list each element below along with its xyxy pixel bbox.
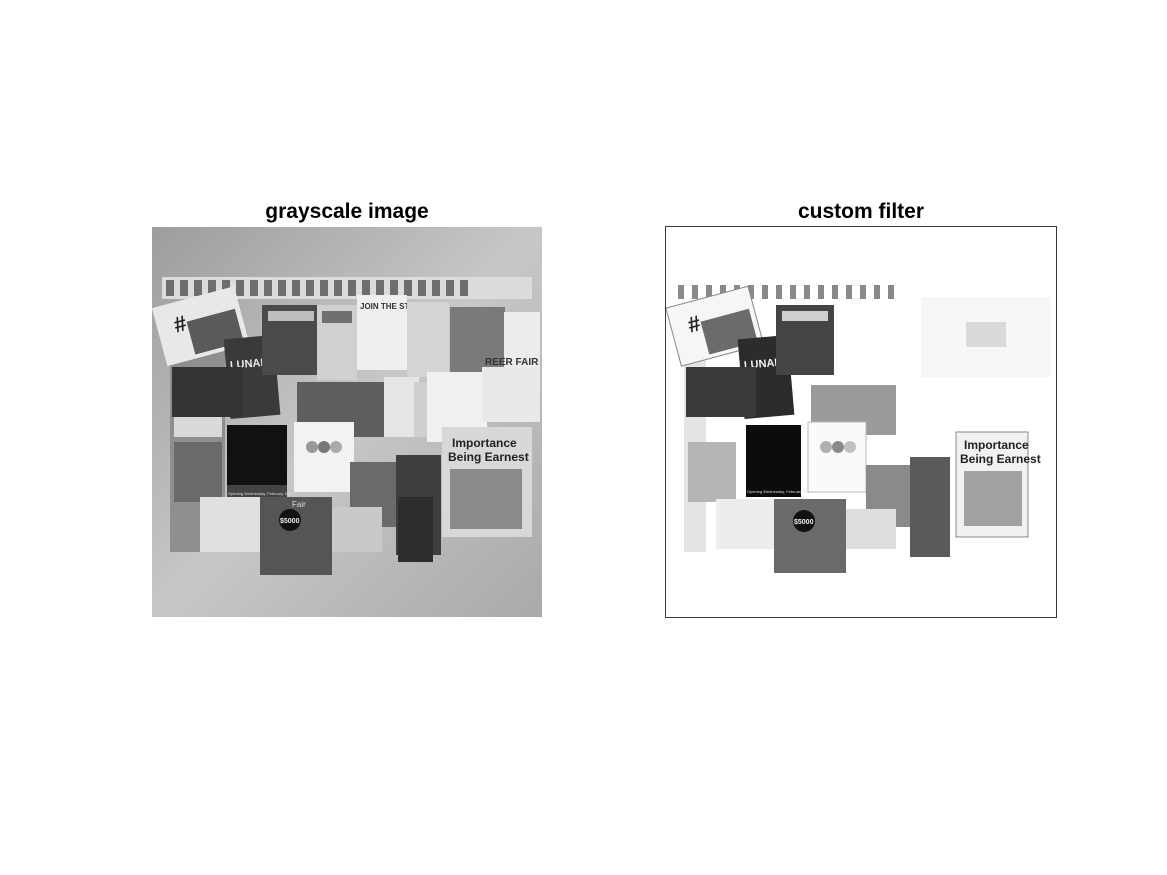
custom-filter-image-panel: # LUNAR NEW YE Opening Wednesday, Februa… bbox=[665, 226, 1057, 618]
right-panel-title: custom filter bbox=[797, 200, 925, 223]
filtered-photo: # LUNAR NEW YE Opening Wednesday, Februa… bbox=[666, 227, 1056, 617]
svg-text:Opening Wednesday, February 10: Opening Wednesday, February 10th bbox=[228, 491, 292, 496]
grayscale-photo: # LUNAR NEW YE JOIN THE STAFF REER FAIR bbox=[152, 227, 542, 617]
filtered-price-poster bbox=[774, 499, 846, 573]
grayscale-image-panel: # LUNAR NEW YE JOIN THE STAFF REER FAIR bbox=[152, 227, 542, 617]
left-panel-title: grayscale image bbox=[265, 200, 429, 223]
svg-text:JOIN THE STAFF: JOIN THE STAFF bbox=[360, 302, 424, 311]
svg-text:Fair: Fair bbox=[292, 500, 306, 509]
price-poster bbox=[260, 497, 332, 575]
svg-text:$5000: $5000 bbox=[280, 518, 300, 525]
join-staff-flyer bbox=[357, 295, 407, 370]
svg-text:Opening Wednesday, February 10: Opening Wednesday, February 10th bbox=[747, 489, 811, 494]
top-cutout-strip bbox=[162, 277, 532, 299]
svg-text:$5000: $5000 bbox=[794, 519, 814, 526]
svg-text:Importance: Importance bbox=[452, 436, 517, 450]
svg-text:Being Earnest: Being Earnest bbox=[960, 452, 1041, 466]
svg-text:Being Earnest: Being Earnest bbox=[448, 450, 529, 464]
filtered-black-poster bbox=[746, 425, 801, 497]
filtered-cutout-strip bbox=[678, 285, 894, 299]
svg-text:Importance: Importance bbox=[964, 438, 1029, 452]
svg-text:REER FAIR: REER FAIR bbox=[485, 357, 539, 368]
